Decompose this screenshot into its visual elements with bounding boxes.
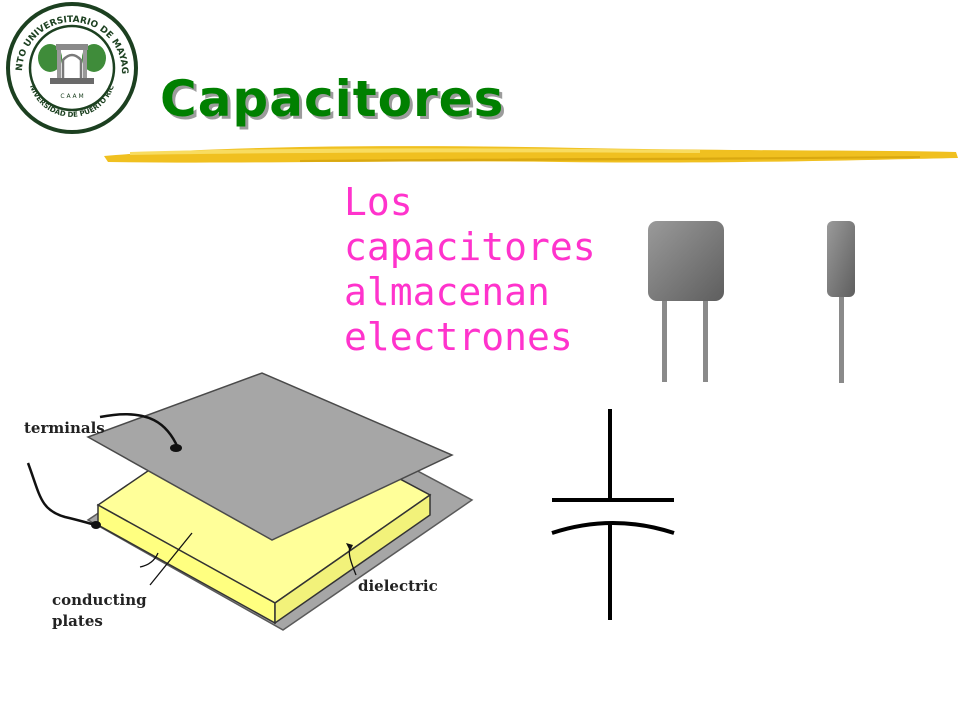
side-capacitor-icon	[827, 221, 855, 383]
bullet-line: capacitores	[344, 225, 596, 269]
capacitor-components-image	[648, 221, 855, 383]
leader-conducting-bottom	[139, 552, 159, 568]
capacitor-symbol-icon	[551, 409, 675, 620]
label-terminals: terminals	[24, 419, 105, 437]
university-seal-icon: RECINTO UNIVERSITARIO DE MAYAGÜEZ UNIVER…	[0, 0, 145, 142]
terminal-dot-top	[170, 444, 182, 452]
seal-text-center: C A A M	[60, 93, 83, 100]
terminal-wire-top	[99, 412, 180, 449]
terminal-dot-bottom	[91, 521, 101, 529]
leader-conducting-top	[149, 532, 193, 586]
ceramic-capacitor-icon	[648, 221, 724, 382]
label-conducting: conducting	[52, 591, 147, 609]
parallel-plate-diagram: terminals conducting plates dielectric	[24, 372, 474, 631]
slide-title: Capacitores	[160, 70, 505, 128]
label-plates: plates	[52, 612, 103, 630]
bullet-line: almacenan	[344, 270, 550, 314]
bullet-text: Los capacitores almacenan electrones	[344, 180, 644, 360]
bullet-line: electrones	[344, 315, 573, 359]
bullet-line: Los	[344, 180, 413, 224]
label-dielectric: dielectric	[358, 577, 438, 595]
title-underline	[104, 146, 958, 163]
terminal-wire-bottom	[26, 462, 97, 527]
top-plate	[86, 372, 454, 541]
